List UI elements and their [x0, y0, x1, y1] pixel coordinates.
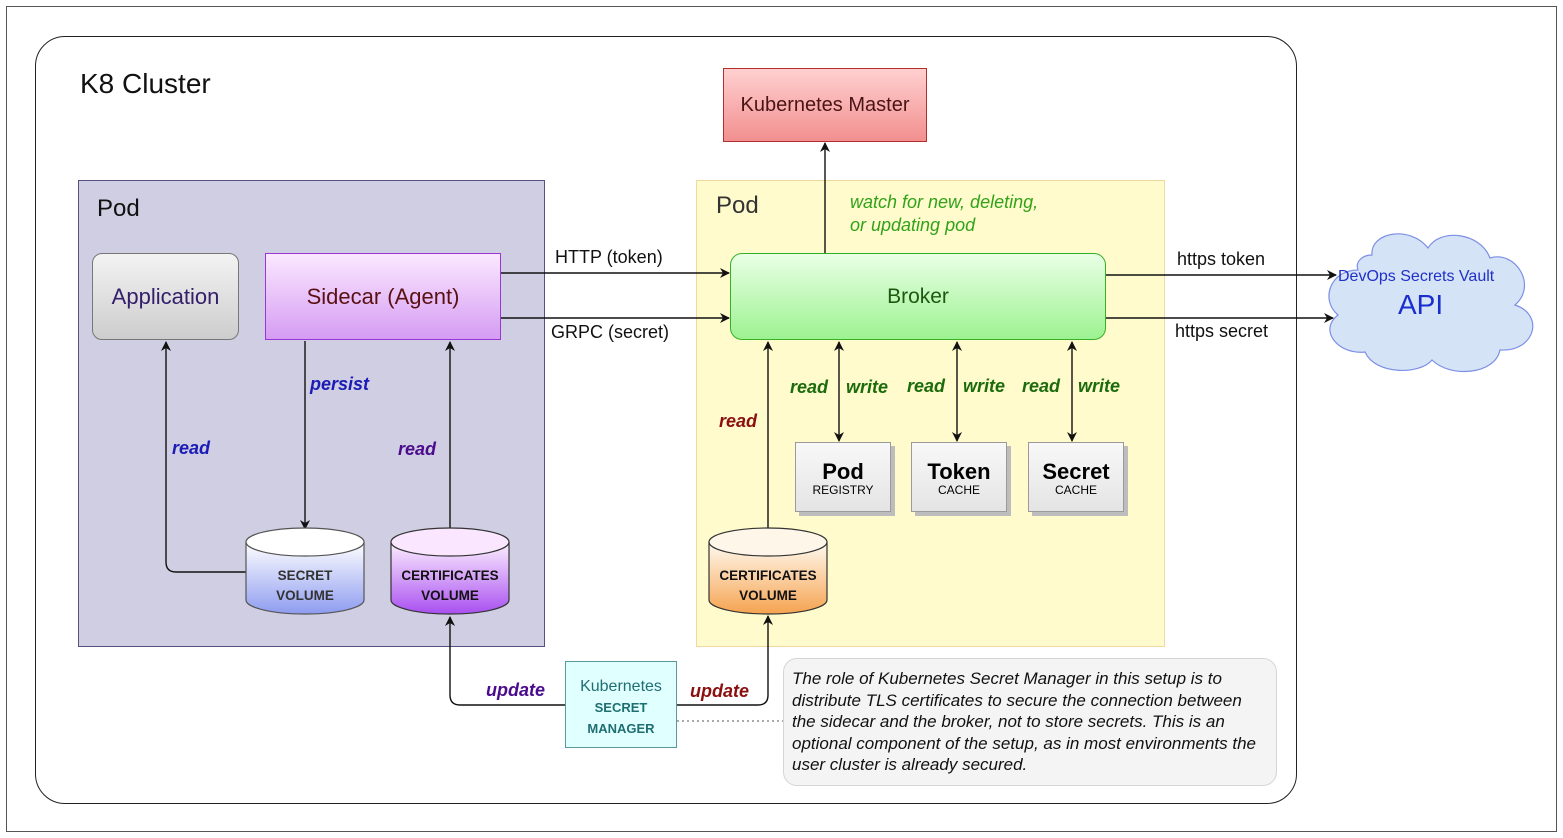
- right-cert-volume-line-2: VOLUME: [739, 588, 797, 603]
- update-left-arrow: [445, 616, 566, 706]
- right-cert-volume-label: CERTIFICATES VOLUME: [708, 566, 828, 606]
- secret-volume-cylinder: [245, 527, 365, 615]
- pod-registry-subtitle: REGISTRY: [812, 483, 874, 497]
- kubernetes-master: Kubernetes Master: [723, 68, 927, 142]
- secret-cache-box: Secret CACHE: [1028, 442, 1124, 512]
- https-token-label: https token: [1177, 249, 1266, 269]
- right-certificates-volume-cylinder: [708, 527, 828, 615]
- pod-registry-title: Pod: [822, 459, 864, 484]
- pod-registry-read-label: read: [790, 377, 829, 397]
- broker-label: Broker: [887, 284, 949, 308]
- update-right-label: update: [690, 681, 750, 701]
- application-label: Application: [111, 283, 220, 309]
- secret-cache-subtitle: CACHE: [1054, 483, 1097, 497]
- https-secret-label: https secret: [1175, 321, 1269, 341]
- secret-cache-read-label: read: [1022, 376, 1061, 396]
- read-app-label: read: [172, 438, 211, 458]
- pod-registry-box: Pod REGISTRY: [795, 442, 891, 512]
- left-pod-title: Pod: [97, 195, 140, 222]
- cluster-title: K8 Cluster: [80, 68, 211, 99]
- left-cert-volume-line-2: VOLUME: [421, 588, 479, 603]
- left-cert-volume-label: CERTIFICATES VOLUME: [390, 566, 510, 606]
- secret-manager-line-1: Kubernetes: [580, 678, 662, 695]
- kubernetes-secret-manager: Kubernetes SECRET MANAGER: [565, 661, 677, 748]
- left-cert-volume-line-1: CERTIFICATES: [401, 568, 499, 583]
- kubernetes-master-label: Kubernetes Master: [740, 93, 910, 116]
- read-broker-label: read: [719, 411, 758, 431]
- secret-volume-line-2: VOLUME: [276, 588, 334, 603]
- watch-label-line-1: watch for new, deleting,: [850, 192, 1039, 212]
- token-cache-subtitle: CACHE: [937, 483, 980, 497]
- left-certificates-volume-cylinder: [390, 527, 510, 615]
- secret-manager-line-3: MANAGER: [587, 721, 655, 736]
- read-sidecar-label: read: [398, 439, 437, 459]
- secret-cache-title: Secret: [1042, 459, 1110, 484]
- secret-volume-line-1: SECRET: [277, 568, 333, 583]
- update-left-label: update: [486, 680, 546, 700]
- token-cache-title: Token: [927, 459, 991, 484]
- grpc-secret-label: GRPC (secret): [551, 322, 670, 342]
- devops-vault-cloud: [1328, 233, 1534, 373]
- token-cache-box: Token CACHE: [911, 442, 1007, 512]
- watch-label-line-2: or updating pod: [850, 215, 976, 235]
- vault-api: API: [1398, 289, 1444, 320]
- watch-label: watch for new, deleting, or updating pod: [850, 191, 1038, 237]
- update-right-arrow: [677, 615, 773, 706]
- application-box: Application: [92, 253, 239, 340]
- right-cert-volume-line-1: CERTIFICATES: [719, 568, 817, 583]
- sidecar-label: Sidecar (Agent): [306, 283, 460, 309]
- secret-manager-line-2: SECRET: [594, 700, 648, 715]
- secret-cache-write-label: write: [1078, 376, 1121, 396]
- vault-title: DevOps Secrets Vault: [1338, 268, 1495, 285]
- secret-volume-label: SECRET VOLUME: [245, 566, 365, 606]
- persist-label: persist: [310, 374, 370, 394]
- pod-registry-write-label: write: [846, 377, 889, 397]
- right-pod-title: Pod: [716, 192, 759, 219]
- sidecar-agent-box: Sidecar (Agent): [265, 253, 501, 340]
- token-cache-write-label: write: [963, 376, 1006, 396]
- read-app-arrow: [161, 341, 246, 573]
- broker-box: Broker: [730, 253, 1106, 340]
- token-cache-read-label: read: [907, 376, 946, 396]
- secret-manager-note: The role of Kubernetes Secret Manager in…: [783, 658, 1277, 786]
- http-token-label: HTTP (token): [555, 247, 663, 267]
